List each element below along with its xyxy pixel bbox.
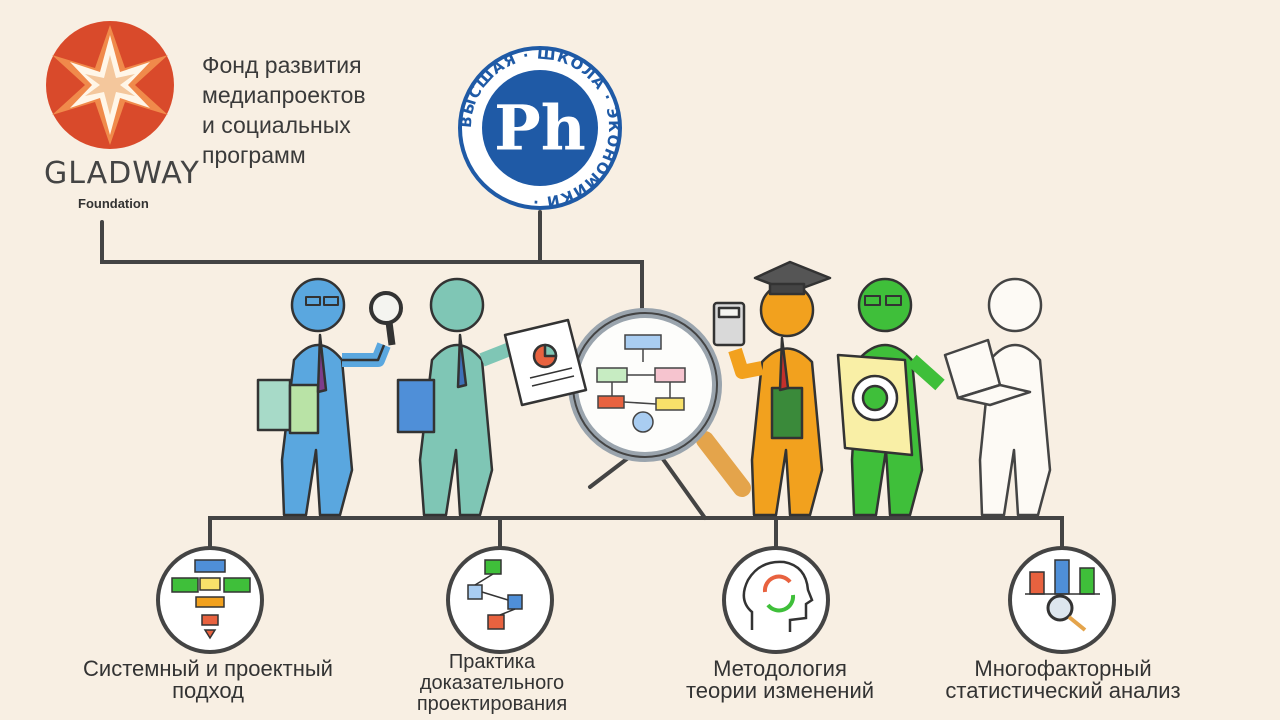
- figure-researcher: [256, 277, 403, 517]
- laptop-icon: [943, 338, 1032, 407]
- method-label-4-line-1: Многофакторный: [974, 656, 1152, 681]
- fund-name-line-3: и социальных: [202, 112, 351, 138]
- method-label-3: Методология теории изменений: [660, 658, 900, 702]
- method-label-2-line-2: доказательного: [419, 672, 565, 694]
- method-label-4-line-2: статистический анализ: [945, 678, 1181, 703]
- document-chart-icon: [503, 318, 588, 407]
- head-cycle-icon: [742, 560, 814, 632]
- method-label-1-line-1: Системный и проектный: [83, 656, 333, 681]
- method-label-4: Многофакторный статистический анализ: [908, 658, 1218, 702]
- flowchart-icon: [171, 559, 251, 640]
- svg-text:Ph: Ph: [494, 92, 586, 165]
- method-label-2-line-3: проектирования: [416, 693, 568, 715]
- figure-thinker: [836, 277, 945, 517]
- fund-name: Фонд развития медиапроектов и социальных…: [202, 50, 402, 170]
- magnifier-flowchart-icon: [568, 308, 751, 497]
- method-label-3-line-2: теории изменений: [685, 678, 875, 703]
- figure-analyst: [396, 277, 588, 517]
- checklist-flow-icon: [467, 559, 523, 630]
- fund-name-line-2: медиапроектов: [202, 82, 366, 108]
- gladway-subtitle: Foundation: [78, 196, 149, 211]
- fund-name-line-4: программ: [202, 142, 306, 168]
- bar-chart-magnifier-icon: [1025, 559, 1100, 632]
- method-label-1-line-2: подход: [172, 678, 244, 703]
- gladway-logo-icon: [46, 21, 174, 149]
- puzzle-head-icon: [836, 353, 914, 457]
- method-label-2: Практика доказательного проектирования: [392, 652, 592, 715]
- method-icon-2: [446, 546, 554, 654]
- figure-outline: [943, 277, 1052, 517]
- method-label-2-line-1: Практика: [448, 651, 536, 673]
- method-icon-1: [156, 546, 264, 654]
- method-label-1: Системный и проектный подход: [58, 658, 358, 702]
- gladway-wordmark: GLADWAY: [44, 156, 200, 191]
- hse-logo-icon: Ph: [458, 46, 622, 210]
- fund-name-line-1: Фонд развития: [202, 52, 362, 78]
- method-icon-3: [722, 546, 830, 654]
- calculator-icon: [712, 301, 746, 347]
- method-icon-4: [1008, 546, 1116, 654]
- figure-graduate: [712, 260, 832, 517]
- method-label-3-line-1: Методология: [713, 656, 847, 681]
